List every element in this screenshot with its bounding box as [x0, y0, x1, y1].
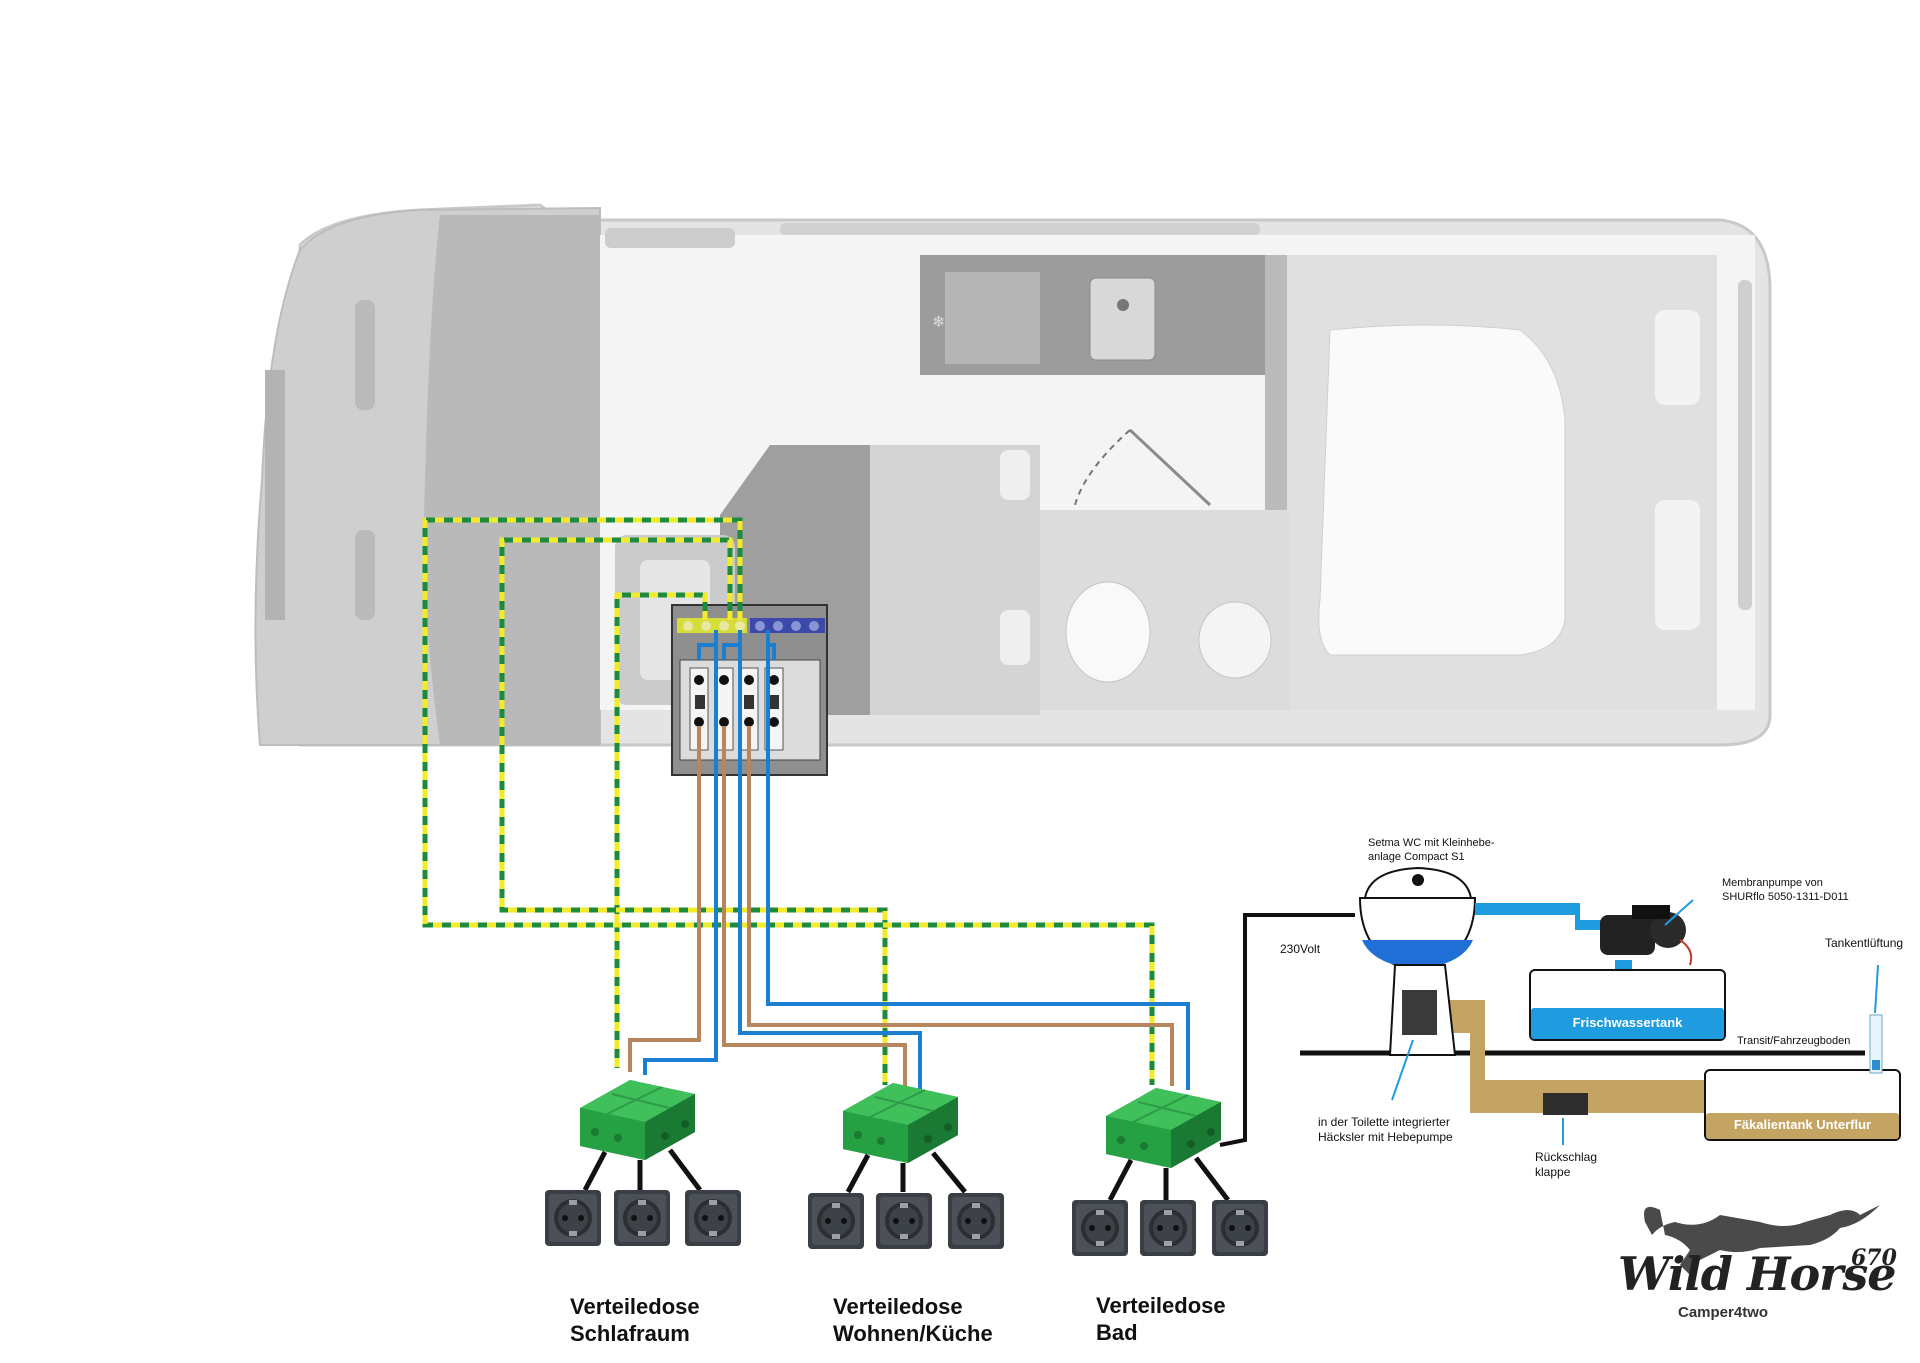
socket: [545, 1190, 601, 1246]
logo-wordmark: Wild Horse: [1618, 1247, 1897, 1301]
fresh-water-pipe: [1475, 903, 1632, 1003]
socket: [808, 1193, 864, 1249]
van-floorplan: ❄: [254, 203, 1772, 747]
check-valve: [1543, 1093, 1588, 1115]
label-230volt: 230Volt: [1280, 942, 1321, 956]
logo-brand: Camper4two: [1678, 1304, 1769, 1321]
socket-cables: [582, 1148, 1230, 1202]
svg-text:❄: ❄: [932, 312, 945, 331]
socket: [685, 1190, 741, 1246]
label-toilet: Setma WC mit Kleinhebe- anlage Compact S…: [1368, 837, 1495, 863]
sockets: [545, 1190, 1268, 1256]
waste-pipe: [1440, 1000, 1705, 1113]
power-line-230v: [1219, 913, 1355, 1147]
label-vehicle-floor: Transit/Fahrzeugboden: [1737, 1035, 1851, 1047]
waste-tank-label: Fäkalientank Unterflur: [1733, 1117, 1872, 1132]
socket: [614, 1190, 670, 1246]
earth-wires: [422, 517, 1155, 1085]
junction-box-wohnen-kueche: [842, 1082, 959, 1164]
label-verteiledose-schlafraum: Verteiledose Schlafraum: [570, 1294, 700, 1346]
fresh-water-tank: [1529, 969, 1726, 1041]
label-pump: Membranpumpe von SHURflo 5050-1311-D011: [1722, 877, 1849, 903]
label-chopper: in der Toilette integrierter Häcksler mi…: [1318, 1115, 1453, 1144]
chopper: [1402, 990, 1437, 1035]
wild-horse-logo: [1644, 1205, 1880, 1275]
socket: [876, 1193, 932, 1249]
horse-silhouette: [1644, 1205, 1880, 1275]
waste-tank: [1704, 1069, 1901, 1141]
socket: [1072, 1200, 1128, 1256]
fresh-tank-label: Frischwassertank: [1572, 1015, 1683, 1030]
toilet-system: [1300, 866, 1901, 1145]
label-tank-vent: Tankentlüftung: [1825, 936, 1904, 950]
callout-lines: [1391, 899, 1879, 1145]
logo-model: 670: [1851, 1245, 1897, 1271]
earth-wire-stripe: [422, 517, 1155, 1085]
junction-box-schlafraum: [579, 1079, 696, 1161]
earth-wire-stripe: [499, 537, 888, 1085]
label-verteiledose-wohnen-kueche: Verteiledose Wohnen/Küche: [833, 1294, 993, 1346]
socket: [948, 1193, 1004, 1249]
earth-wire-stripe: [614, 592, 708, 1068]
wires: [422, 517, 1355, 1147]
membrane-pump: [1600, 905, 1693, 966]
socket: [1212, 1200, 1268, 1256]
neutral-wires: [643, 630, 1190, 1090]
live-wires: [628, 726, 1174, 1086]
toilet: [1358, 866, 1477, 1056]
label-verteiledose-bad: Verteiledose Bad: [1096, 1293, 1226, 1345]
label-check-valve: Rückschlag klappe: [1535, 1150, 1598, 1179]
tank-vent: [1869, 1014, 1883, 1074]
socket: [1140, 1200, 1196, 1256]
junction-box-bad: [1105, 1087, 1222, 1169]
